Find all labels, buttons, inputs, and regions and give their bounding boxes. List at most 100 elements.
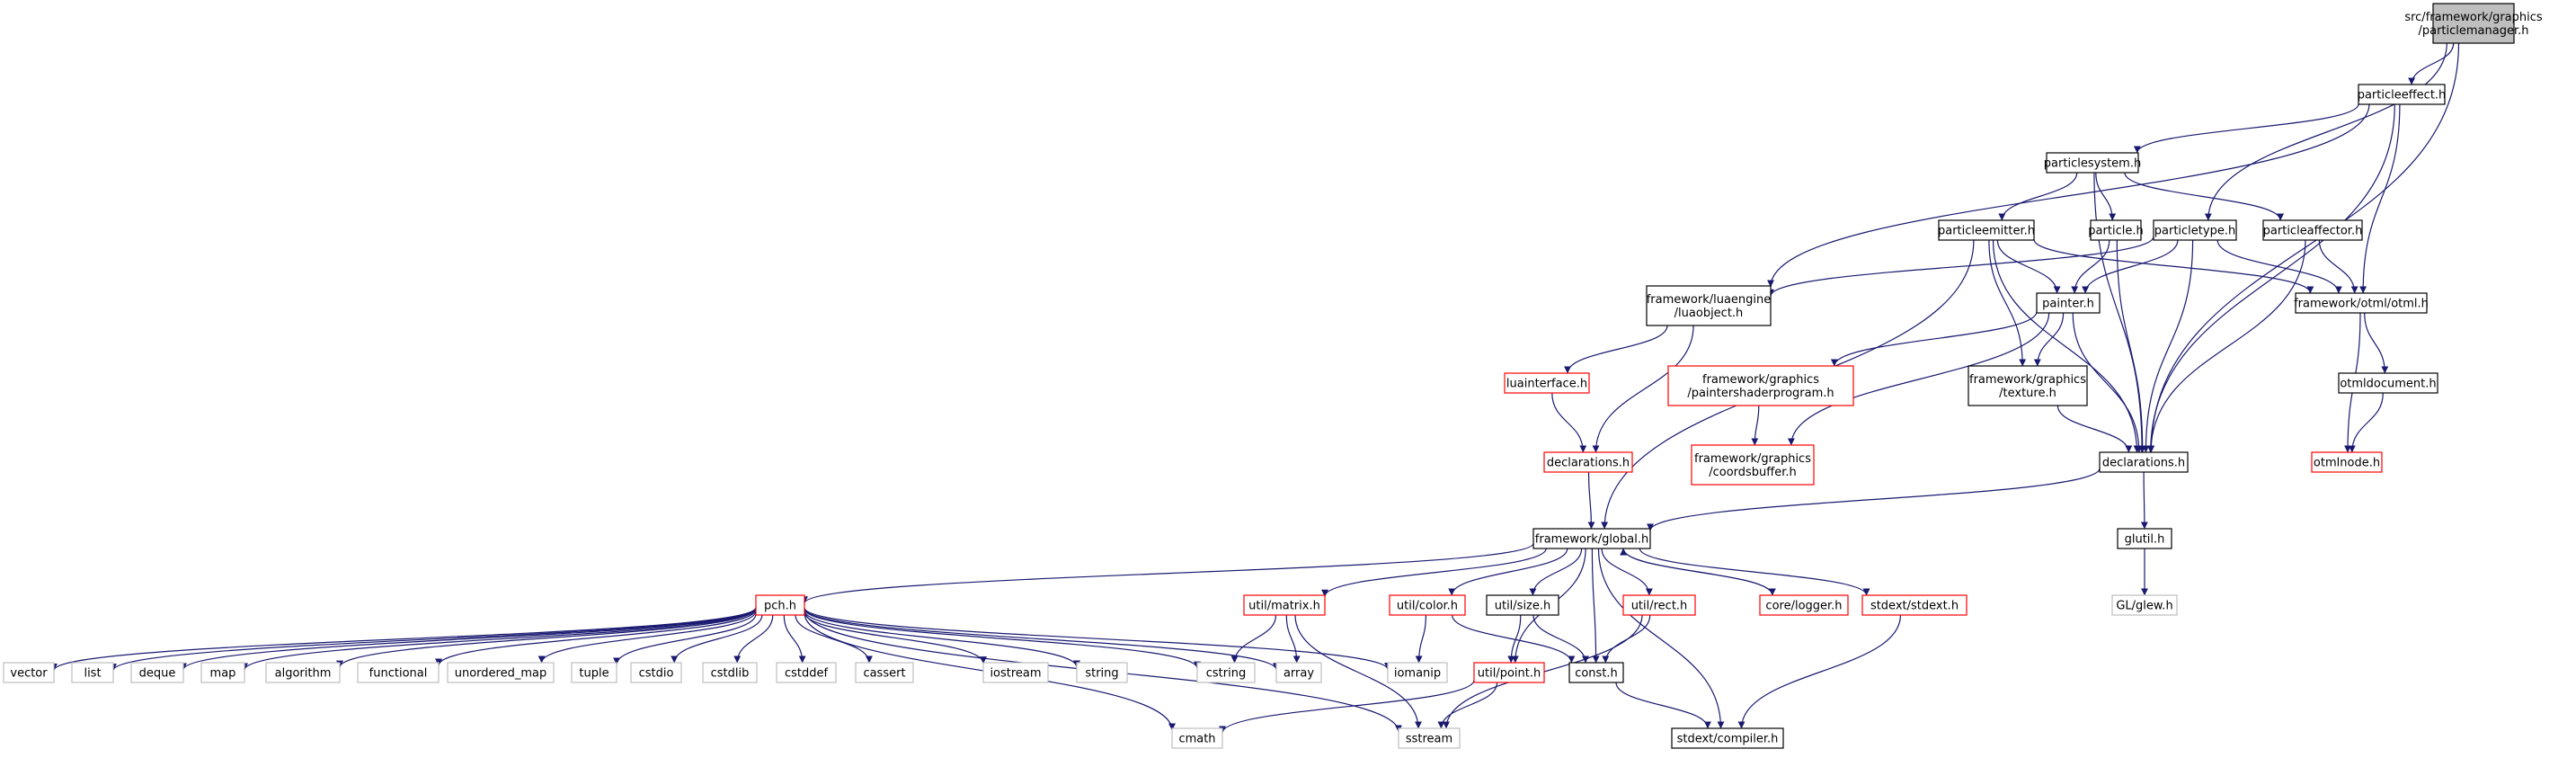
edge-const-to-compiler (1615, 682, 1711, 729)
node-point[interactable]: util/point.h (1473, 662, 1545, 683)
node-otmldocument[interactable]: otmldocument.h (2338, 372, 2438, 394)
node-box (265, 662, 341, 683)
node-functional: functional (357, 662, 440, 683)
edge-particlesystem-to-particleemitter (1998, 172, 2078, 221)
node-box (2090, 219, 2142, 241)
edge-pch-to-algorithm (336, 608, 757, 668)
edge-particleeffect-to-particlesystem (2133, 103, 2359, 154)
node-label: pch.h (764, 600, 796, 613)
edge-pch-to-cassert (795, 614, 873, 664)
node-box (1968, 365, 2088, 406)
edge-paintershaderprogram-to-coordsbuffer (1751, 405, 1760, 446)
node-label: framework/luaengine (1647, 293, 1772, 307)
node-label: array (1284, 667, 1314, 681)
node-box (1387, 662, 1448, 683)
node-box (2046, 152, 2139, 174)
node-label: core/logger.h (1765, 600, 1842, 613)
node-painter[interactable]: painter.h (2036, 292, 2101, 314)
edge-particlesystem-to-particleaffector (2124, 172, 2285, 221)
node-color[interactable]: util/color.h (1389, 594, 1466, 616)
node-box (776, 662, 837, 683)
node-luaobject[interactable]: framework/luaengine/luaobject.h (1646, 285, 1772, 326)
node-rect[interactable]: util/rect.h (1622, 594, 1696, 616)
node-label: particleemitter.h (1938, 225, 2035, 238)
node-box (130, 662, 184, 683)
edge-particletype-to-luaobject (1767, 236, 2154, 297)
edge-particleeffect-to-luaobject (1767, 103, 2370, 288)
edge-matrix-to-cstring (1230, 614, 1277, 664)
edge-declarations-to-glutil (2140, 471, 2148, 530)
edge-particleaffector-to-declarations (2147, 239, 2306, 453)
node-paintershaderprogram[interactable]: framework/graphics/paintershaderprogram.… (1667, 365, 1854, 406)
node-otml[interactable]: framework/otml/otml.h (2294, 292, 2429, 314)
node-texture[interactable]: framework/graphics/texture.h (1968, 365, 2088, 406)
node-global[interactable]: framework/global.h (1532, 528, 1651, 549)
node-label: particlesystem.h (2044, 157, 2141, 171)
node-box (2111, 594, 2178, 616)
edge-declarations-to-global (1647, 468, 2101, 531)
edge-pch-to-list (110, 607, 757, 672)
node-glutil[interactable]: glutil.h (2117, 528, 2172, 549)
edge-particlesystem-to-declarations (2093, 172, 2146, 453)
node-sstream: sstream (1398, 727, 1461, 749)
edge-pch-to-deque (180, 607, 757, 671)
node-string: string (1076, 662, 1128, 683)
node-label: util/size.h (1495, 600, 1551, 613)
edge-pch-to-string (804, 610, 1080, 668)
node-particletype[interactable]: particletype.h (2153, 219, 2237, 241)
edge-particlemanager-to-particleeffect (2408, 42, 2455, 85)
node-label: iomanip (1394, 667, 1441, 681)
node-size[interactable]: util/size.h (1486, 594, 1559, 616)
node-particle[interactable]: particle.h (2088, 219, 2144, 241)
node-declarations[interactable]: declarations.h (2099, 451, 2189, 473)
node-cstring: cstring (1196, 662, 1256, 683)
node-logger[interactable]: core/logger.h (1759, 594, 1849, 616)
node-box (200, 662, 245, 683)
node-particleemitter[interactable]: particleemitter.h (1938, 219, 2035, 241)
edge-particleemitter-to-declarations (1992, 239, 2141, 453)
edge-particlesystem-to-particle (2095, 172, 2117, 221)
node-particleaffector[interactable]: particleaffector.h (2262, 219, 2363, 241)
node-label: framework/graphics (1702, 373, 1819, 387)
node-label: map (210, 667, 236, 681)
node-layer: src/framework/graphics/particlemanager.h… (3, 3, 2543, 749)
node-box (2117, 528, 2172, 549)
node-cstddef: cstddef (776, 662, 837, 683)
edge-texture-to-declarations (2056, 405, 2133, 453)
node-label: /coordsbuffer.h (1709, 466, 1797, 479)
node-otmlnode[interactable]: otmlnode.h (2311, 451, 2383, 473)
node-label: framework/graphics (1969, 373, 2086, 387)
node-label: string (1085, 667, 1118, 681)
node-declarations_lua[interactable]: declarations.h (1543, 451, 1633, 473)
node-luainterface[interactable]: luainterface.h (1504, 372, 1590, 394)
node-particlesystem[interactable]: particlesystem.h (2044, 152, 2141, 174)
node-map: map (200, 662, 245, 683)
node-particlemanager[interactable]: src/framework/graphics/particlemanager.h (2404, 3, 2543, 44)
edge-painter-to-texture (2033, 312, 2065, 367)
edge-global-to-pch (801, 542, 1534, 604)
edge-particle-to-declarations (2116, 239, 2146, 453)
node-label: particletype.h (2154, 225, 2235, 238)
edge-otml-to-otmldocument (2364, 312, 2389, 374)
node-label: framework/graphics (1694, 452, 1811, 466)
node-label: /luaobject.h (1674, 307, 1744, 320)
node-coordsbuffer[interactable]: framework/graphics/coordsbuffer.h (1691, 444, 1815, 486)
node-stdext[interactable]: stdext/stdext.h (1861, 594, 1968, 616)
node-box (1389, 594, 1466, 616)
node-box (1076, 662, 1128, 683)
node-const[interactable]: const.h (1568, 662, 1624, 683)
node-unordered_map: unordered_map (447, 662, 555, 683)
node-matrix[interactable]: util/matrix.h (1243, 594, 1326, 616)
edge-particletype-to-otml (2216, 239, 2342, 294)
edge-global-to-rect (1601, 548, 1653, 596)
edge-luaobject-to-luainterface (1564, 325, 1668, 374)
edge-pch-to-tuple (613, 613, 757, 665)
node-box (855, 662, 914, 683)
node-pch[interactable]: pch.h (755, 594, 805, 616)
node-label: tuple (579, 667, 608, 681)
node-particleeffect[interactable]: particleeffect.h (2358, 84, 2447, 105)
node-label: vector (10, 667, 48, 681)
edge-size-to-const (1532, 614, 1589, 664)
edge-pch-to-cstring (804, 608, 1201, 669)
node-compiler[interactable]: stdext/compiler.h (1671, 727, 1784, 749)
